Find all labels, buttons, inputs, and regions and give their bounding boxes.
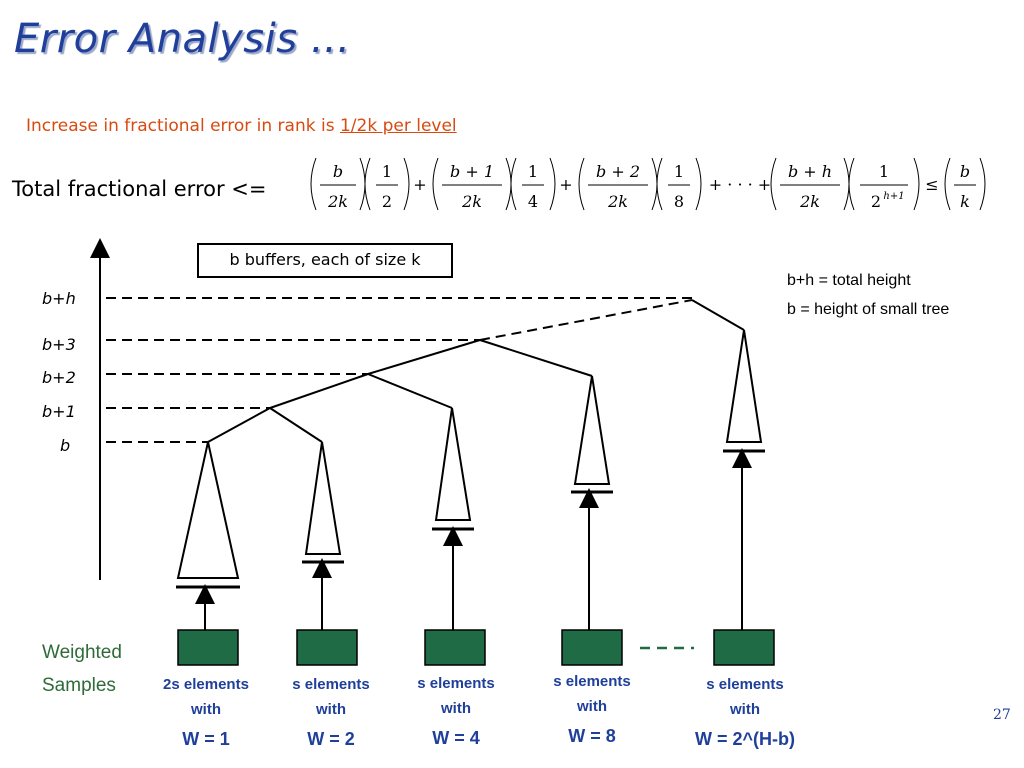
level-label-bh: b+h: [42, 289, 76, 308]
sample-box-1: [177, 629, 239, 666]
group-5-weight: W = 2^(H-b): [694, 729, 795, 749]
subtitle: Increase in fractional error in rank is …: [26, 116, 457, 136]
sample-box-3: [424, 629, 486, 666]
weighted-label-line2: Samples: [42, 675, 116, 696]
formula-term-1: b 2k 1 2: [310, 157, 410, 211]
small-tree-1: [176, 441, 240, 579]
weighted-samples-label: Weighted Samples: [42, 636, 122, 702]
term-3-bot2: 8: [674, 192, 684, 211]
term-1-top1: b: [333, 162, 343, 181]
term-4-top1: b + h: [788, 162, 832, 181]
group-5-count: s elements: [706, 676, 784, 693]
plus-2: +: [559, 175, 572, 194]
sample-box-5: [713, 629, 775, 666]
page-number: 27: [993, 707, 1011, 723]
sample-group-5-label: s elements with W = 2^(H-b): [680, 672, 810, 754]
subtitle-underlined: 1/2k per level: [339, 116, 457, 136]
term-3-top1: b + 2: [596, 162, 640, 181]
term-2-bot2: 4: [528, 192, 538, 211]
term-4-bot2-base: 2: [871, 192, 881, 211]
level-guides: [106, 297, 693, 443]
weighted-label-line1: Weighted: [42, 642, 122, 663]
term-4-bot1: 2k: [799, 192, 820, 211]
level-label-b: b: [60, 436, 71, 455]
slide-title: Error Analysis ...: [14, 16, 351, 62]
total-error-label: Total fractional error <=: [12, 177, 267, 201]
height-legend: b+h = total height b = height of small t…: [787, 266, 949, 324]
level-label-b2: b+2: [42, 368, 76, 387]
group-1-with: with: [191, 701, 221, 718]
group-2-count: s elements: [292, 676, 370, 693]
group-3-count: s elements: [417, 675, 495, 692]
group-2-weight: W = 2: [307, 729, 355, 749]
sample-group-4-label: s elements with W = 8: [527, 669, 657, 751]
legend-small-tree-height: b = height of small tree: [787, 301, 950, 318]
level-label-b1: b+1: [42, 402, 76, 421]
buffers-box: b buffers, each of size k: [197, 243, 453, 278]
tree-edges: [207, 299, 745, 443]
legend-total-height: b+h = total height: [787, 272, 911, 289]
total-error-formula: b 2k 1 2 + b + 1 2k 1 4 + b + 2 2k 1 8 +…: [310, 157, 986, 211]
sample-box-4: [561, 629, 623, 666]
group-5-with: with: [730, 701, 760, 718]
group-4-weight: W = 8: [568, 726, 616, 746]
small-tree-3: [434, 407, 472, 521]
term-1-bot2: 2: [382, 192, 392, 211]
term-2-bot1: 2k: [461, 192, 482, 211]
term-2-top1: b + 1: [450, 162, 494, 181]
group-2-with: with: [316, 701, 346, 718]
term-4-top2: 1: [879, 162, 889, 181]
level-label-b3: b+3: [42, 335, 76, 354]
plus-ellipsis: + · · · +: [709, 175, 771, 194]
sample-group-1-label: 2s elements with W = 1: [141, 672, 271, 754]
subtitle-text: Increase in fractional error in rank is: [26, 116, 340, 136]
term-3-top2: 1: [674, 162, 684, 181]
term-1-top2: 1: [382, 162, 392, 181]
small-trees: [176, 329, 765, 630]
formula-term-3: b + 2 2k 1 8: [578, 157, 702, 211]
group-1-weight: W = 1: [182, 729, 230, 749]
small-tree-4: [573, 375, 611, 485]
term-4-bot2-exp: h+1: [883, 191, 904, 202]
leq-sign: ≤: [925, 175, 938, 194]
term-2-top2: 1: [528, 162, 538, 181]
formula-rhs: b k: [944, 157, 986, 211]
formula-term-2: b + 1 2k 1 4: [432, 157, 556, 211]
dashed-connector: [479, 299, 693, 341]
group-4-with: with: [577, 698, 607, 715]
plus-1: +: [413, 175, 426, 194]
term-3-bot1: 2k: [607, 192, 628, 211]
sample-group-2-label: s elements with W = 2: [266, 672, 396, 754]
group-3-weight: W = 4: [432, 728, 480, 748]
sample-group-3-label: s elements with W = 4: [391, 671, 521, 753]
group-3-with: with: [441, 700, 471, 717]
term-1-bot1: 2k: [327, 192, 348, 211]
group-1-count: 2s elements: [163, 676, 249, 693]
small-tree-2: [304, 441, 342, 555]
sample-box-2: [296, 629, 358, 666]
small-tree-5: [725, 329, 763, 443]
rhs-top: b: [960, 162, 970, 181]
rhs-bot: k: [960, 192, 970, 211]
formula-term-4: b + h 2k 1 2 h+1: [770, 157, 920, 211]
group-4-count: s elements: [553, 673, 631, 690]
sample-boxes: [177, 629, 775, 666]
